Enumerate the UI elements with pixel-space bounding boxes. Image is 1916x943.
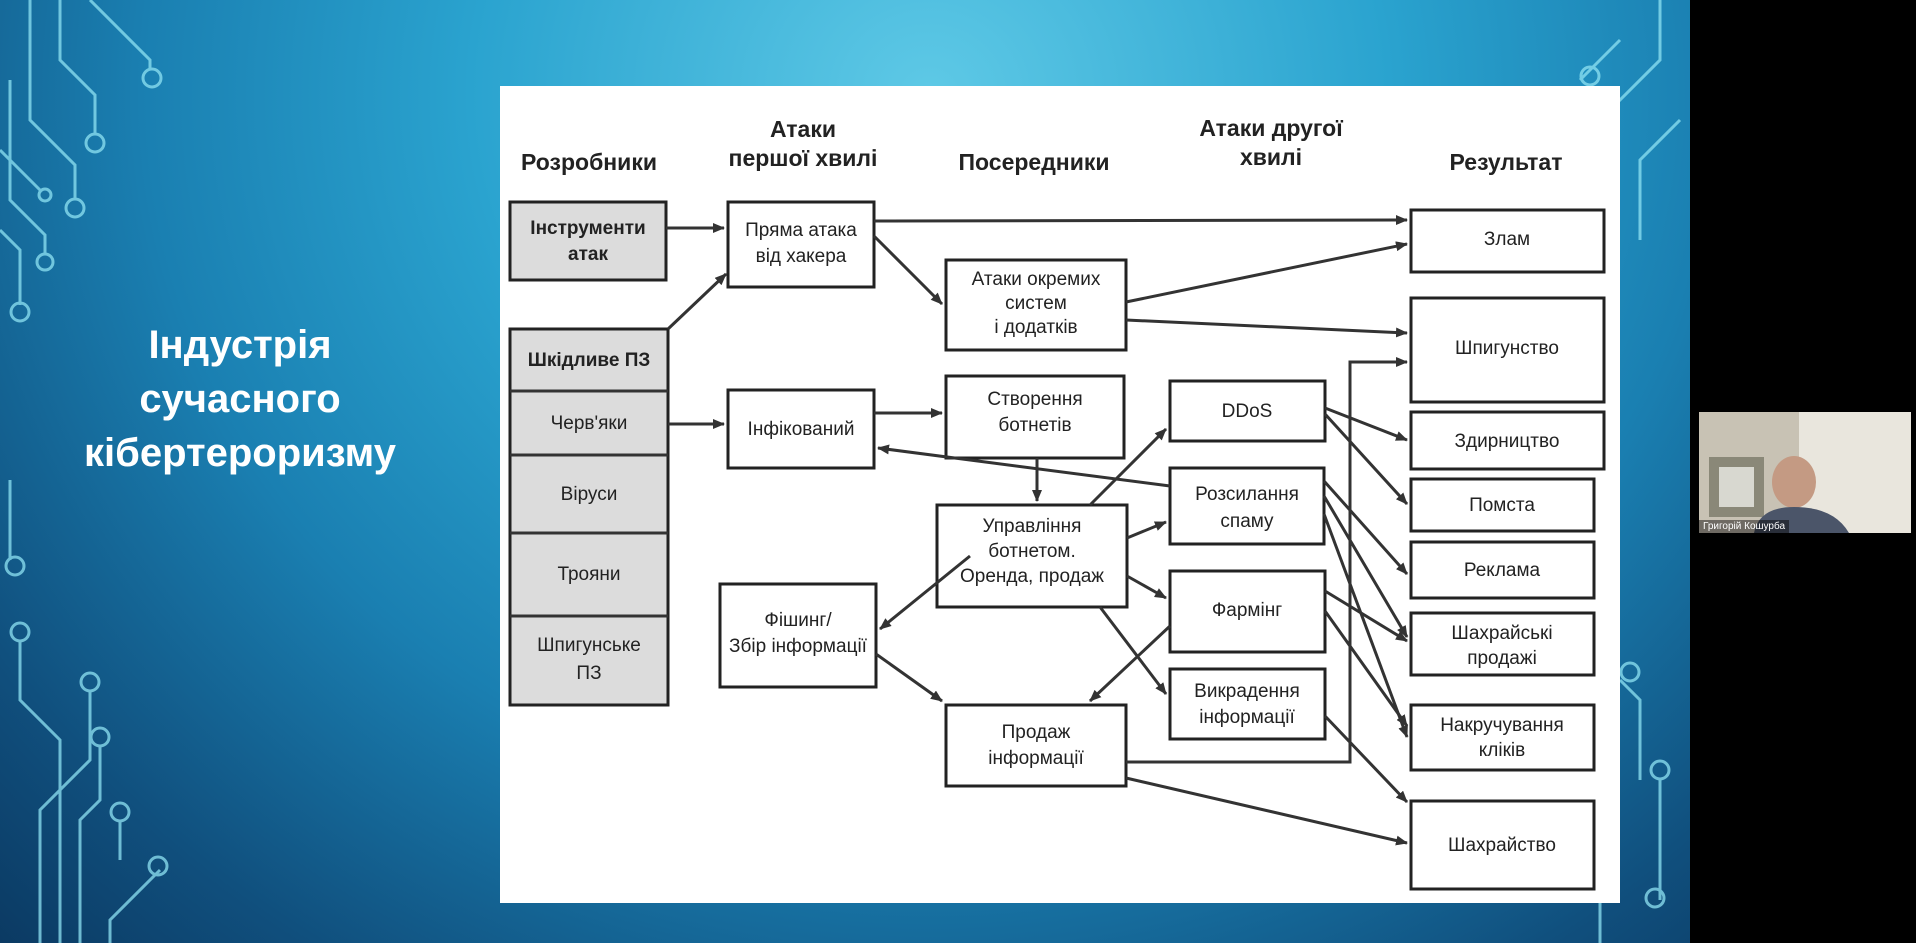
box-info-sale [944, 703, 1128, 788]
header-result: Результат [1450, 149, 1563, 175]
box-infected [726, 388, 876, 470]
system-attacks-label: Атаки окремих [972, 269, 1101, 290]
box-attack-tools [508, 200, 668, 282]
ddos-label: DDoS [1222, 401, 1273, 422]
slide-title: Індустрія сучасного кібертероризму [40, 318, 440, 480]
slide-title-line: Індустрія [148, 323, 332, 367]
phishing-label-2: Збір інформації [729, 636, 868, 657]
box-fraud [1409, 799, 1596, 891]
header-second-wave: Атаки другої [1199, 115, 1343, 141]
header-first-wave: Атаки [770, 116, 836, 142]
info-sale-label: Продаж [1002, 722, 1071, 743]
presentation-slide: Індустрія сучасного кібертероризму Розро… [0, 0, 1690, 943]
participant-video[interactable]: Григорій Кошурба [1699, 412, 1911, 533]
box-click-fraud [1409, 703, 1596, 772]
participant-name: Григорій Кошурба [1699, 520, 1790, 533]
box-spying [1409, 296, 1606, 404]
ads-label: Реклама [1464, 560, 1541, 581]
box-botnet-creation [944, 374, 1126, 460]
trojans-label: Трояни [557, 564, 620, 585]
infected-label: Інфікований [748, 419, 855, 440]
viruses-label: Віруси [561, 484, 618, 505]
spam-label-2: спаму [1220, 511, 1274, 532]
attack-tools-label-2: атак [568, 244, 608, 265]
pharming-label: Фармінг [1212, 600, 1282, 621]
botnet-creation-label: Створення [987, 389, 1082, 410]
box-hack [1409, 208, 1606, 274]
info-theft-label-2: інформації [1199, 707, 1295, 728]
spam-label: Розсилання [1195, 484, 1299, 505]
slide-title-line: сучасного [139, 377, 341, 421]
info-theft-label: Викрадення [1194, 681, 1300, 702]
header-first-wave-2: першої хвилі [729, 145, 878, 171]
box-system-attacks [944, 258, 1128, 352]
box-pharming [1168, 569, 1327, 654]
spyware-label: Шпигунське [537, 635, 641, 656]
box-ddos [1168, 379, 1327, 443]
revenge-label: Помста [1469, 495, 1535, 516]
extortion-label: Здирництво [1455, 431, 1560, 452]
box-fraud-sales [1409, 611, 1596, 677]
participant-avatar [1699, 412, 1911, 533]
box-phishing [718, 582, 878, 689]
header-developers: Розробники [521, 149, 657, 175]
botnet-management-label: Управління [983, 516, 1082, 537]
diagram-arrows [666, 215, 1409, 846]
fraud-sales-label: Шахрайські [1451, 623, 1552, 644]
direct-attack-label: Пряма атака [745, 220, 857, 241]
header-intermediaries: Посередники [959, 149, 1110, 175]
header-second-wave-2: хвилі [1240, 144, 1302, 170]
fraud-sales-label-2: продажі [1467, 648, 1537, 669]
box-extortion [1409, 410, 1606, 471]
box-direct-attack [726, 200, 876, 289]
click-fraud-label: Накручування [1440, 715, 1564, 736]
box-spam [1168, 466, 1326, 546]
spyware-label-2: ПЗ [576, 663, 601, 684]
slide-title-line: кібертероризму [84, 431, 396, 475]
botnet-management-label-3: Оренда, продаж [960, 566, 1104, 587]
system-attacks-label-2: систем [1005, 293, 1067, 314]
hack-label: Злам [1484, 229, 1530, 250]
box-revenge [1409, 477, 1596, 533]
attack-tools-label: Інструменти [530, 218, 645, 239]
malware-label: Шкідливе ПЗ [528, 350, 651, 371]
worms-label: Черв'яки [551, 413, 628, 434]
box-ads [1409, 540, 1596, 600]
box-info-theft [1168, 667, 1327, 741]
info-sale-label-2: інформації [988, 748, 1084, 769]
system-attacks-label-3: і додатків [994, 317, 1077, 338]
phishing-label: Фішинг/ [764, 610, 832, 631]
spying-label: Шпигунство [1455, 338, 1559, 359]
botnet-creation-label-2: ботнетів [998, 415, 1071, 436]
click-fraud-label-2: кліків [1479, 740, 1525, 761]
cyberterrorism-diagram: Розробники Атаки першої хвилі Посередник… [500, 86, 1620, 903]
direct-attack-label-2: від хакера [756, 246, 847, 267]
fraud-label: Шахрайство [1448, 835, 1556, 856]
botnet-management-label-2: ботнетом. [988, 541, 1076, 562]
